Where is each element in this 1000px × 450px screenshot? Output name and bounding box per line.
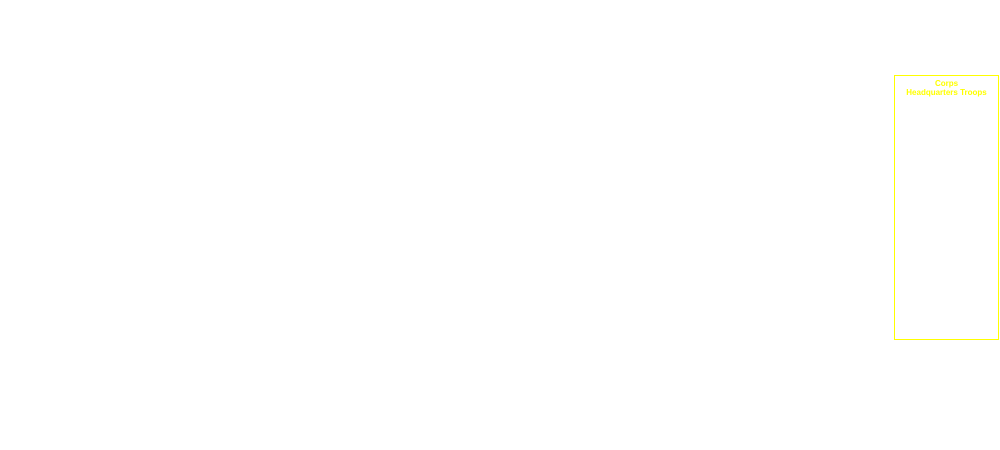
unit-title-line-2: Headquarters Troops bbox=[906, 88, 987, 97]
unit-title: Corps Headquarters Troops bbox=[895, 79, 998, 97]
unit-title-line-1: Corps bbox=[934, 79, 959, 88]
unit-box-corps-headquarters-troops: Corps Headquarters Troops bbox=[894, 75, 999, 340]
